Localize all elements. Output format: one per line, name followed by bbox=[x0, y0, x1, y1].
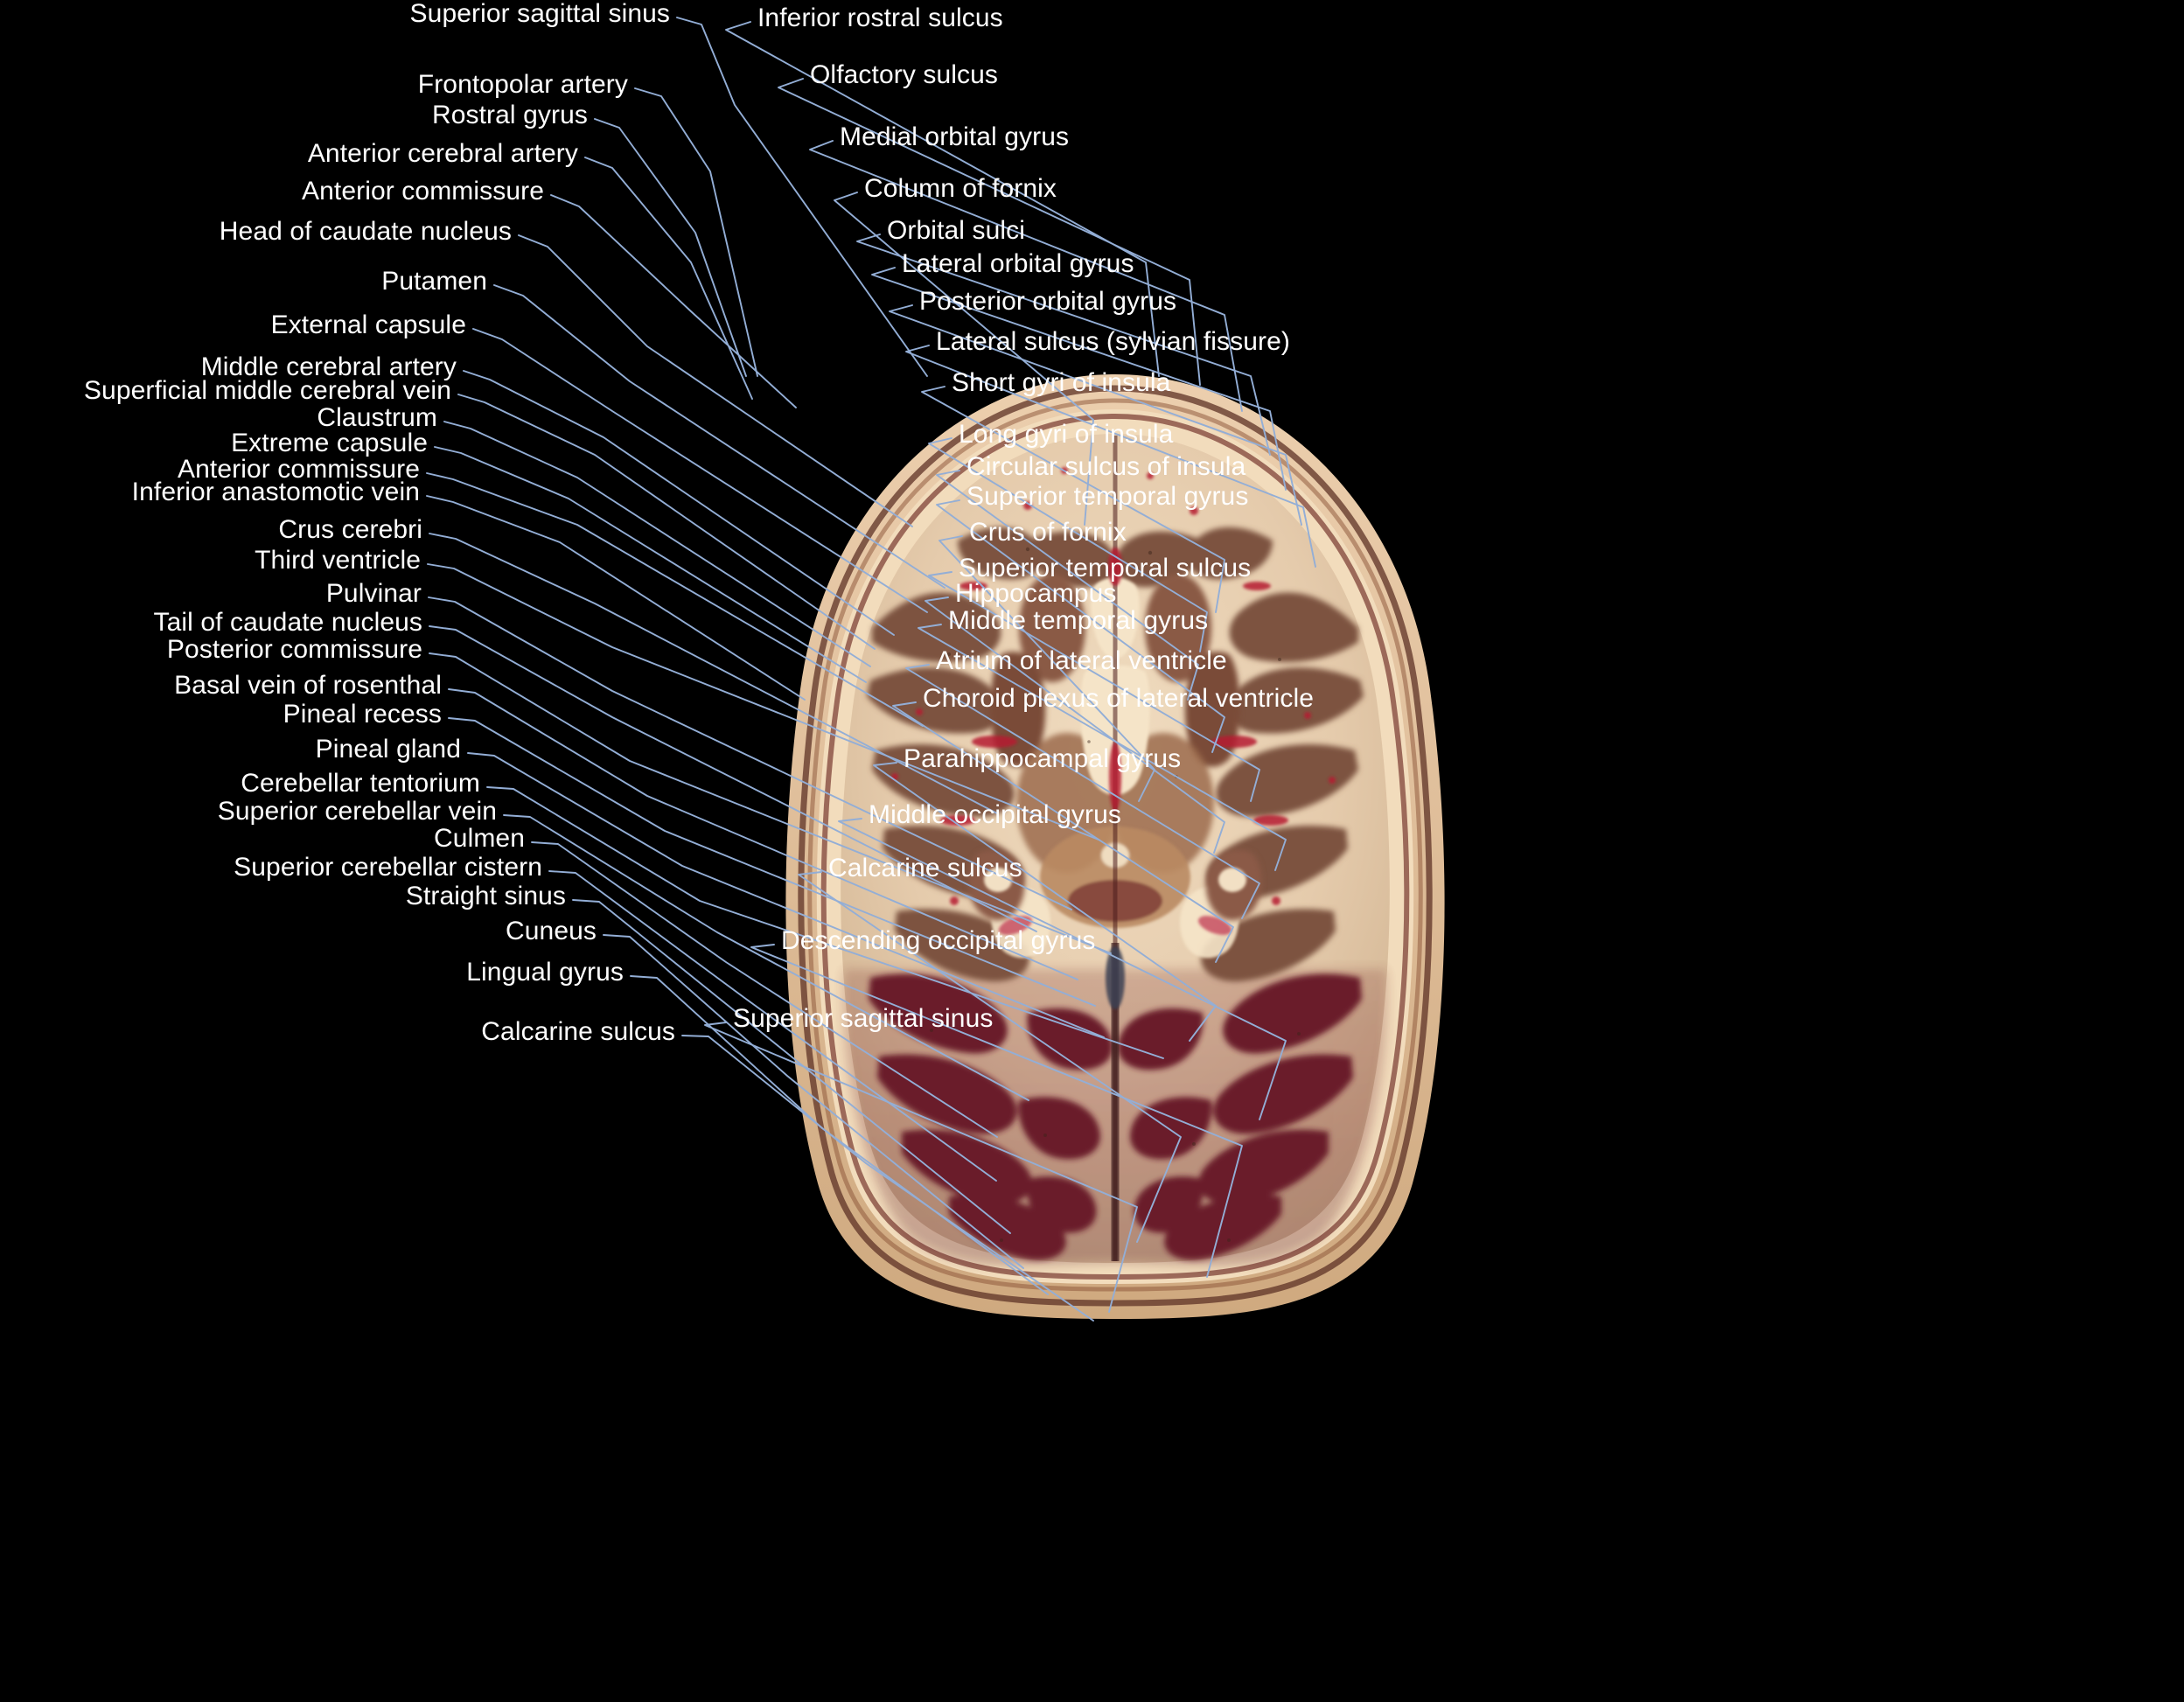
label-crus-cerebri: Crus cerebri bbox=[278, 515, 422, 544]
label-pulvinar: Pulvinar bbox=[325, 579, 422, 608]
label-culmen: Culmen bbox=[434, 824, 525, 853]
label-middle-cerebral-artery: Middle cerebral artery bbox=[200, 352, 457, 381]
leader-line-anterior-cerebral-artery bbox=[584, 157, 753, 400]
label-tail-of-caudate-nucleus: Tail of caudate nucleus bbox=[153, 608, 422, 637]
label-superior-cerebellar-vein: Superior cerebellar vein bbox=[217, 797, 497, 826]
label-pineal-gland: Pineal gland bbox=[315, 735, 461, 764]
label-superior-sagittal-sinus-bottom: Superior sagittal sinus bbox=[733, 1004, 994, 1033]
label-descending-occipital-gyrus: Descending occipital gyrus bbox=[781, 926, 1096, 955]
label-anterior-cerebral-artery: Anterior cerebral artery bbox=[307, 139, 578, 168]
label-lateral-orbital-gyrus: Lateral orbital gyrus bbox=[902, 249, 1134, 278]
label-putamen: Putamen bbox=[381, 267, 487, 296]
label-straight-sinus: Straight sinus bbox=[405, 882, 566, 910]
label-short-gyri-of-insula: Short gyri of insula bbox=[952, 368, 1171, 397]
label-middle-temporal-gyrus: Middle temporal gyrus bbox=[948, 606, 1209, 635]
label-inferior-rostral-sulcus: Inferior rostral sulcus bbox=[757, 3, 1003, 32]
label-frontopolar-artery: Frontopolar artery bbox=[417, 70, 628, 99]
leader-line-frontopolar-artery bbox=[634, 87, 758, 377]
label-extreme-capsule: Extreme capsule bbox=[231, 429, 428, 457]
label-posterior-commissure: Posterior commissure bbox=[166, 635, 422, 664]
label-superior-temporal-sulcus: Superior temporal sulcus bbox=[959, 554, 1252, 582]
label-lingual-gyrus: Lingual gyrus bbox=[466, 958, 624, 987]
label-superior-cerebellar-cistern: Superior cerebellar cistern bbox=[234, 853, 542, 882]
label-claustrum: Claustrum bbox=[317, 403, 437, 432]
label-head-of-caudate-nucleus: Head of caudate nucleus bbox=[219, 217, 512, 246]
leader-line-rostral-gyrus bbox=[594, 118, 747, 377]
label-calcarine-sulcus-right: Calcarine sulcus bbox=[828, 854, 1022, 882]
label-hippocampus: Hippocampus bbox=[955, 579, 1117, 608]
label-calcarine-sulcus-left: Calcarine sulcus bbox=[481, 1017, 675, 1046]
label-superior-sagittal-sinus-top: Superior sagittal sinus bbox=[409, 0, 670, 28]
label-olfactory-sulcus: Olfactory sulcus bbox=[810, 60, 998, 89]
label-cuneus: Cuneus bbox=[505, 917, 597, 945]
label-circular-sulcus-of-insula: Circular sulcus of insula bbox=[966, 452, 1246, 481]
label-anterior-commissure-upper: Anterior commissure bbox=[302, 177, 544, 206]
label-rostral-gyrus: Rostral gyrus bbox=[431, 101, 588, 129]
label-atrium-of-lateral-ventricle: Atrium of lateral ventricle bbox=[936, 646, 1227, 675]
label-column-of-fornix: Column of fornix bbox=[864, 174, 1057, 203]
label-parahippocampal-gyrus: Parahippocampal gyrus bbox=[904, 744, 1182, 773]
label-middle-occipital-gyrus: Middle occipital gyrus bbox=[869, 800, 1121, 829]
label-long-gyri-of-insula: Long gyri of insula bbox=[959, 420, 1174, 449]
label-crus-of-fornix: Crus of fornix bbox=[969, 518, 1127, 547]
label-lateral-sulcus: Lateral sulcus (sylvian fissure) bbox=[936, 327, 1291, 356]
label-orbital-sulci: Orbital sulci bbox=[887, 216, 1026, 245]
label-pineal-recess: Pineal recess bbox=[283, 700, 442, 729]
label-external-capsule: External capsule bbox=[270, 310, 466, 339]
label-superior-temporal-gyrus: Superior temporal gyrus bbox=[966, 482, 1249, 511]
label-inferior-anastomotic-vein: Inferior anastomotic vein bbox=[131, 478, 420, 506]
label-posterior-orbital-gyrus: Posterior orbital gyrus bbox=[919, 287, 1177, 316]
label-medial-orbital-gyrus: Medial orbital gyrus bbox=[840, 122, 1070, 151]
label-third-ventricle: Third ventricle bbox=[255, 546, 421, 575]
label-superficial-middle-cerebral-vein: Superficial middle cerebral vein bbox=[83, 376, 451, 405]
label-anterior-commissure-lower: Anterior commissure bbox=[178, 455, 420, 484]
label-basal-vein-of-rosenthal: Basal vein of rosenthal bbox=[174, 671, 442, 700]
label-choroid-plexus-of-lateral-ventricle: Choroid plexus of lateral ventricle bbox=[923, 684, 1315, 713]
label-cerebellar-tentorium: Cerebellar tentorium bbox=[241, 769, 480, 798]
